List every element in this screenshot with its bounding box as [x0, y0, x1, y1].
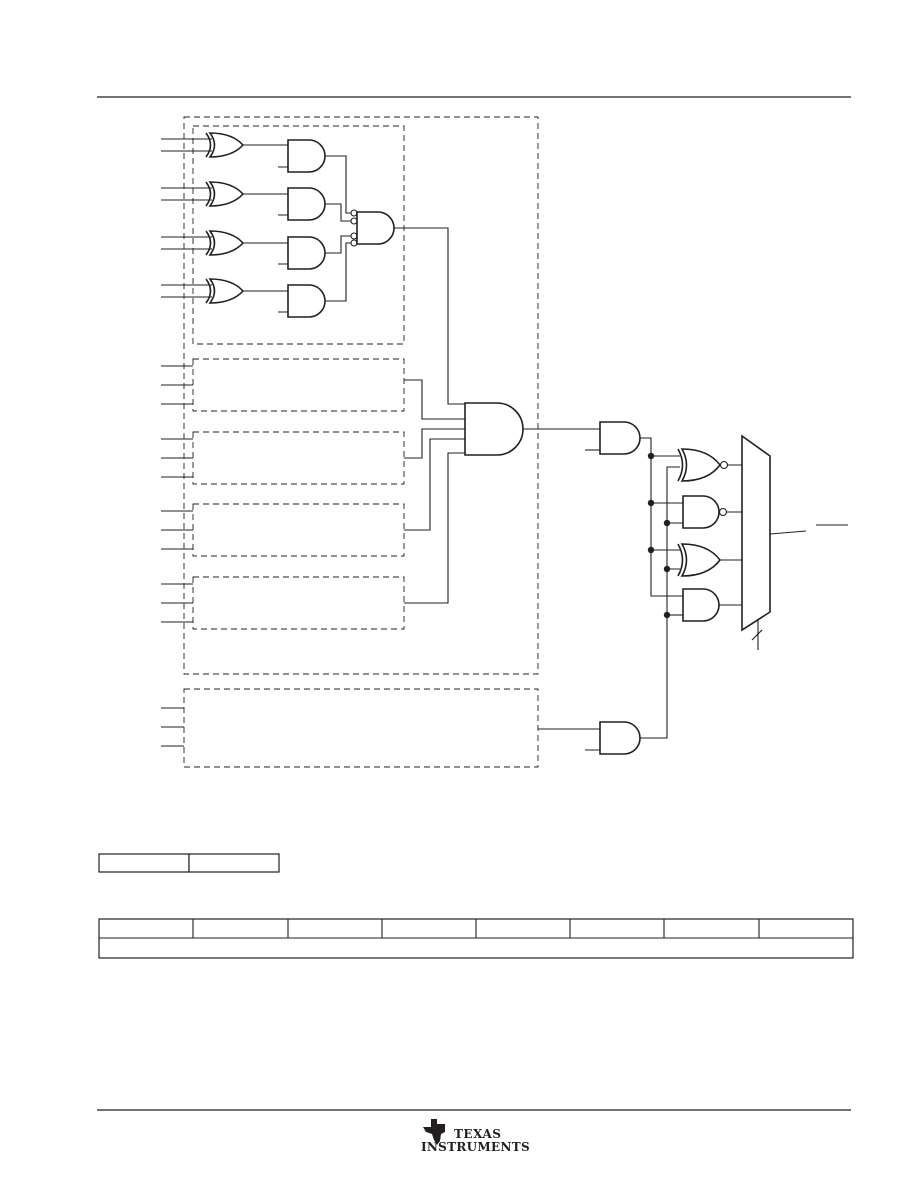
control-bus-wire [640, 466, 680, 739]
block-input-wires [161, 365, 193, 623]
ti-state-logo-icon [423, 1119, 445, 1145]
and-gate-1 [287, 139, 326, 173]
mux-input-wires [719, 464, 742, 606]
word-compare-block-5 [192, 576, 405, 630]
control-input-wires [161, 707, 184, 747]
xor-gate-4 [205, 278, 245, 304]
small-table [98, 853, 280, 873]
comparator-block-outer [183, 116, 539, 675]
select-bus-slash [751, 629, 763, 641]
xor-gate-1 [205, 132, 245, 158]
xor-gate-out [677, 543, 722, 577]
xor-gate-3 [205, 230, 245, 256]
xor-to-and-wires [243, 144, 288, 313]
and-gate-enable [599, 421, 641, 455]
and-gate-4in-compare [356, 211, 395, 245]
nand-gate [682, 495, 728, 529]
block1-output-wire [394, 227, 465, 405]
and-gate-control [599, 721, 641, 755]
xor-gate-2 [205, 181, 245, 207]
xor-input-wires [161, 138, 212, 298]
brand-line2: INSTRUMENTS [421, 1140, 530, 1154]
inverting-input-bubbles [350, 209, 358, 247]
word-compare-block-4 [192, 503, 405, 557]
and-gate-2 [287, 187, 326, 221]
ti-brand-wordmark: TEXAS INSTRUMENTS [421, 1127, 540, 1154]
mux-output-wire [769, 530, 807, 535]
and-gate-main [464, 402, 524, 456]
word-compare-block-3 [192, 431, 405, 485]
and-collect-wires [325, 155, 351, 302]
enable-bus-wire [640, 437, 683, 597]
block-output-wires [404, 379, 465, 604]
output-multiplexer [741, 434, 771, 632]
and-gate-3 [287, 236, 326, 270]
brand-line1: TEXAS [454, 1127, 502, 1141]
control-to-and-wires [538, 728, 600, 751]
junction-dots [647, 452, 671, 619]
and-gate-4 [287, 284, 326, 318]
word-compare-block-2 [192, 358, 405, 412]
word-compare-block-1 [192, 125, 405, 345]
control-block [183, 688, 539, 768]
xnor-gate [677, 448, 729, 482]
and-gate-out [682, 588, 720, 622]
wide-table [98, 918, 854, 959]
